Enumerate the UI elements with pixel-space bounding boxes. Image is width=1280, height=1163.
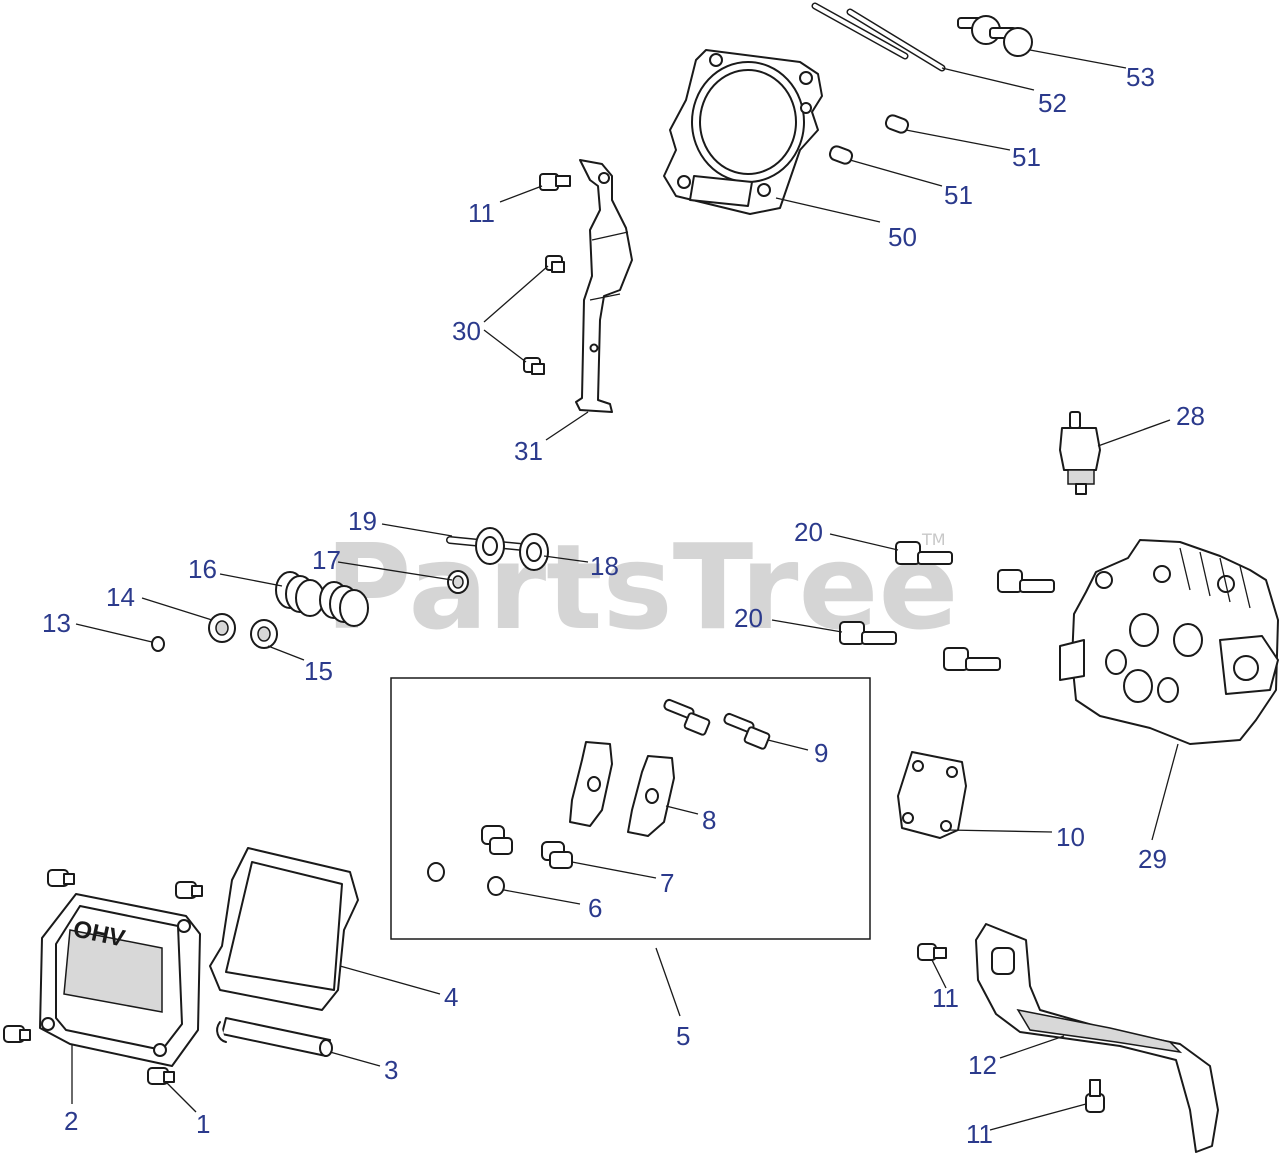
nut-part-6-left[interactable] (427, 862, 445, 882)
rocker-stud-part-9-right[interactable] (723, 712, 771, 750)
spring-retainer-part-14[interactable] (208, 613, 236, 643)
callout-50: 50 (888, 222, 917, 252)
shroud-bracket-part-12[interactable] (975, 923, 1219, 1153)
dowel-pin-lower-part-51[interactable] (828, 145, 854, 166)
cover-bolt-left[interactable] (3, 1025, 31, 1043)
pivot-part-7-right[interactable] (541, 841, 573, 869)
callout-30: 30 (452, 316, 481, 346)
head-gasket-part-50[interactable] (663, 49, 823, 215)
head-bolt-part-20-b[interactable] (997, 569, 1055, 593)
breather-tube-part-3[interactable] (216, 1017, 333, 1057)
callout-28: 28 (1176, 401, 1205, 431)
callout-11-middle: 11 (932, 983, 959, 1013)
callout-10: 10 (1056, 822, 1085, 852)
callout-2: 2 (64, 1106, 78, 1136)
callout-53: 53 (1126, 62, 1155, 92)
cover-bolt-upper-left[interactable] (47, 869, 75, 887)
bracket-part-31[interactable] (575, 159, 633, 413)
rocker-arm-part-8-right[interactable] (627, 755, 675, 837)
callout-51-upper: 51 (1012, 142, 1041, 172)
callout-7: 7 (660, 868, 674, 898)
bolt-part-11-upper[interactable] (539, 173, 571, 191)
valve-springs-part-16[interactable] (275, 571, 369, 627)
cylinder-head-part-29[interactable] (1059, 539, 1279, 745)
callout-18: 18 (590, 551, 619, 581)
bolt-part-11-middle[interactable] (917, 943, 947, 961)
callout-15: 15 (304, 656, 333, 686)
callout-16: 16 (188, 554, 217, 584)
rocker-cover-gasket-part-4[interactable] (209, 847, 359, 1011)
callout-8: 8 (702, 805, 716, 835)
callout-20-lower: 20 (734, 603, 763, 633)
valve-seal-part-17[interactable] (447, 570, 469, 594)
callout-labels: 53 52 51 51 50 11 30 31 28 19 18 20 20 1… (42, 62, 1205, 1149)
callout-11-upper: 11 (468, 198, 495, 228)
pivot-part-7-left[interactable] (481, 825, 513, 855)
rocker-kit-box-part-5 (390, 677, 871, 940)
rocker-arm-part-8-left[interactable] (569, 741, 613, 827)
callout-11-lower: 11 (966, 1119, 993, 1149)
callout-20-upper: 20 (794, 517, 823, 547)
spring-retainer-part-15[interactable] (250, 619, 278, 649)
callout-12: 12 (968, 1050, 997, 1080)
nut-part-30-upper[interactable] (545, 255, 565, 273)
spark-plug-part-28[interactable] (1059, 411, 1101, 495)
cover-bolt-part-1[interactable] (147, 1067, 175, 1085)
callout-31: 31 (514, 436, 543, 466)
head-bolt-part-20-c[interactable] (839, 621, 897, 645)
callout-19: 19 (348, 506, 377, 536)
callout-5: 5 (676, 1021, 690, 1051)
rocker-stud-part-9-left[interactable] (663, 698, 711, 736)
callout-29: 29 (1138, 844, 1167, 874)
valve-keeper-part-13[interactable] (151, 636, 165, 652)
callout-3: 3 (384, 1055, 398, 1085)
watermark-tm-mark: TM (921, 530, 946, 549)
dowel-pin-upper-part-51[interactable] (884, 114, 910, 135)
bolt-part-11-lower[interactable] (1085, 1079, 1105, 1113)
plate-part-10[interactable] (897, 751, 967, 839)
callout-4: 4 (444, 982, 458, 1012)
push-rods-part-52[interactable] (811, 2, 946, 72)
callout-6: 6 (588, 893, 602, 923)
nut-part-6-right[interactable] (487, 876, 505, 896)
cover-bolt-upper-right[interactable] (175, 881, 203, 899)
callout-13: 13 (42, 608, 71, 638)
valve-cover-part-2[interactable] (39, 893, 201, 1067)
callout-14: 14 (106, 582, 135, 612)
callout-1: 1 (196, 1109, 210, 1139)
valve-heads-part-18[interactable] (475, 527, 549, 571)
callout-17: 17 (312, 545, 341, 575)
head-bolt-part-20-a[interactable] (895, 541, 953, 565)
callout-52: 52 (1038, 88, 1067, 118)
head-bolt-part-20-d[interactable] (943, 647, 1001, 671)
nut-part-30-lower[interactable] (523, 357, 545, 375)
callout-9: 9 (814, 738, 828, 768)
valve-lifters-part-53[interactable] (957, 15, 1033, 57)
leader-lines (71, 49, 1179, 1131)
callout-51-lower: 51 (944, 180, 973, 210)
